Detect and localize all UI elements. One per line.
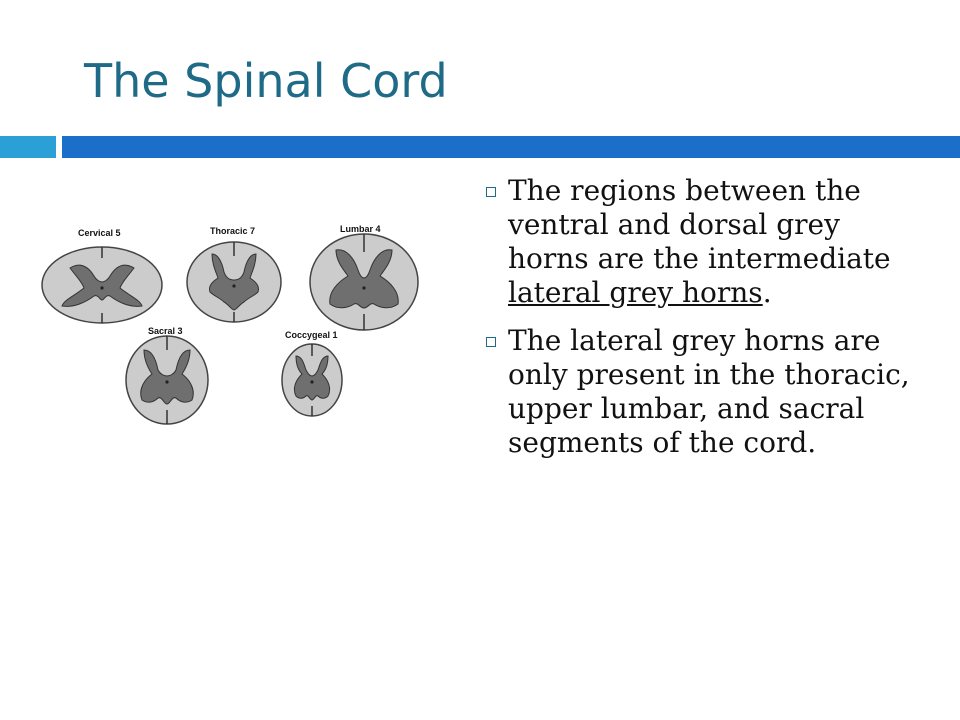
spinal-cord-diagram: Cervical 5 Thoracic 7 Lumbar 4 Sacr [41,224,419,425]
label-coccygeal-1: Coccygeal 1 [285,330,338,340]
label-lumbar-4: Lumbar 4 [340,224,381,234]
bullet-item: The lateral grey horns are only present … [478,324,918,460]
accent-bar-left [0,136,56,158]
square-bullet-icon [486,187,496,197]
label-sacral-3: Sacral 3 [148,326,183,336]
spinal-cord-sections-figure: Cervical 5 Thoracic 7 Lumbar 4 Sacr [30,210,430,430]
slide-title: The Spinal Cord [84,54,448,108]
underlined-term: lateral grey horns [508,276,763,309]
section-cervical-5 [41,246,163,324]
accent-bar-right [62,136,960,158]
section-coccygeal-1 [281,343,343,417]
square-bullet-icon [486,337,496,347]
bullet-text: The lateral grey horns are only present … [508,324,910,459]
bullet-text: The regions between the ventral and dors… [508,174,891,275]
label-thoracic-7: Thoracic 7 [210,226,255,236]
label-cervical-5: Cervical 5 [78,228,121,238]
section-sacral-3 [125,335,209,425]
bullet-item: The regions between the ventral and dors… [478,174,918,310]
section-lumbar-4 [309,233,419,331]
section-thoracic-7 [186,241,282,323]
bullet-list: The regions between the ventral and dors… [478,174,918,474]
bullet-text-end: . [762,276,772,309]
